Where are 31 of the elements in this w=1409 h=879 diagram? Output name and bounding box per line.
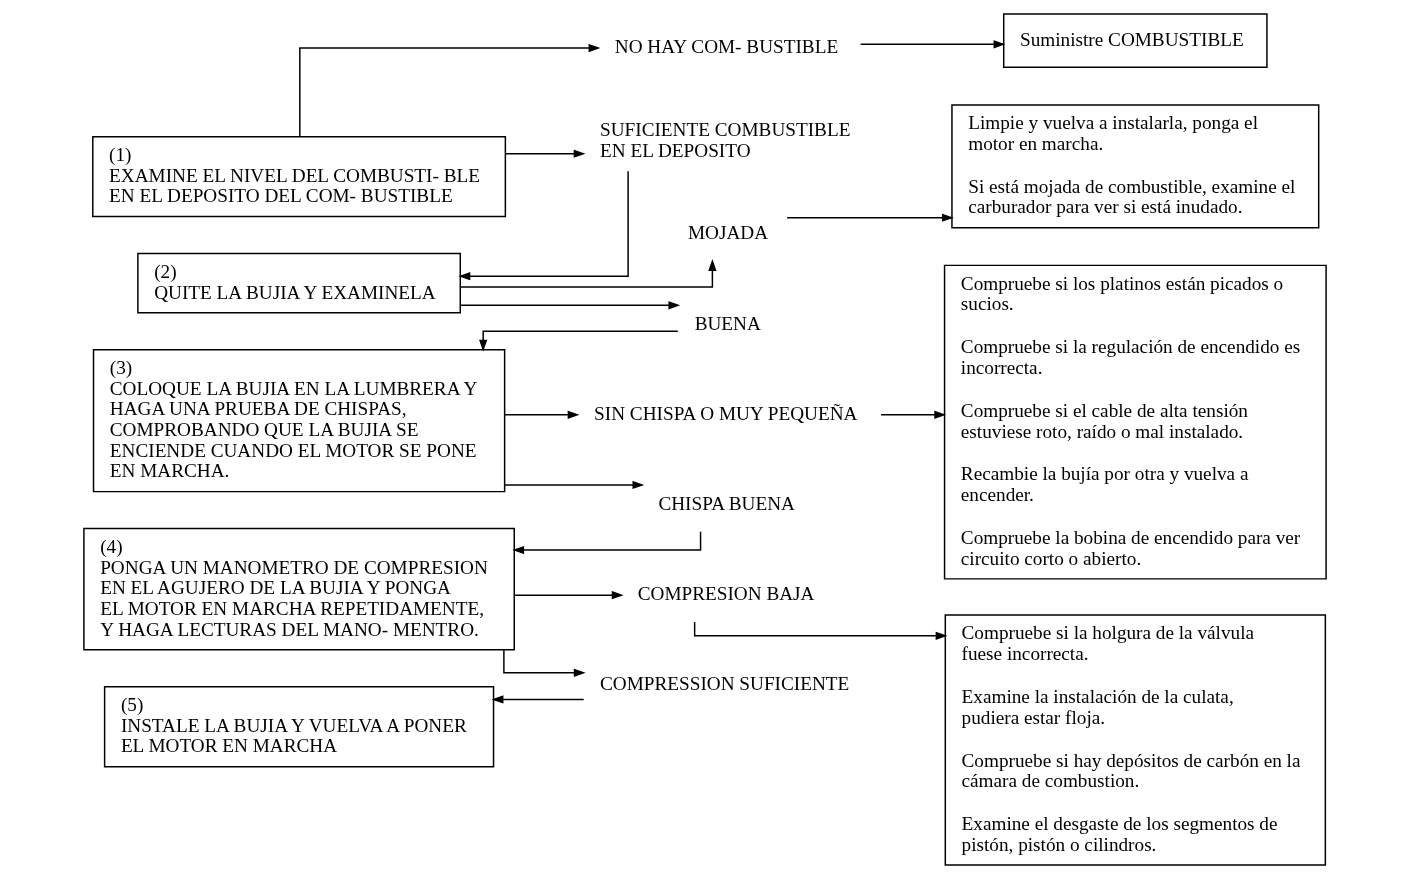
node-text: MOJADA bbox=[687, 222, 768, 244]
arrow bbox=[478, 330, 679, 352]
arrow bbox=[503, 410, 579, 419]
node-box: (5) INSTALE LA BUJIA Y VUELVA A PONER EL MOTOR EN MARCHA bbox=[103, 686, 494, 768]
node-box: (4) PONGA UN MANOMETRO DE COMPRESION EN EL AGUJERO DE LA BUJIA Y PONGA EL MOTOR EN MARCHA REPETIDAMENTE, Y HAGA LECTURAS DEL MANO- MENTRO. bbox=[82, 527, 515, 651]
arrow bbox=[503, 480, 644, 490]
arrow bbox=[502, 649, 586, 677]
node-box: Compruebe si los platinos están picados o sucios. Compruebe si la regulación de encendido es incorrecta. Compruebe si el cable de alta tensión estuviese roto, raído o mal instalado. Recambie la bujía por otra y vuelva a encender. Compruebe la bobina de encendido para ver circuito corto o abierto. bbox=[943, 264, 1327, 580]
node-box: Limpie y vuelva a instalarla, ponga el motor en marcha. Si está mojada de combustible, examine el carburador para ver si está inudado. bbox=[950, 104, 1319, 229]
node-text: COMPRESION BAJA bbox=[637, 583, 814, 605]
arrow bbox=[504, 149, 586, 158]
node-text: BUENA bbox=[694, 312, 761, 334]
node-box: (3) COLOQUE LA BUJIA EN LA LUMBRERA Y HAGA UNA PRUEBA DE CHISPAS, COMPROBANDO QUE LA BUJIA SE ENCIENDE CUANDO EL MOTOR SE PONE EN MARCHA. bbox=[92, 348, 505, 493]
node-box: (1) EXAMINE EL NIVEL DEL COMBUSTI- BLE EN EL DEPOSITO DEL COM- BUSTIBLE bbox=[91, 136, 506, 218]
arrow bbox=[298, 43, 600, 138]
arrow bbox=[859, 40, 1005, 49]
node-text: CHISPA BUENA bbox=[657, 492, 795, 514]
node-text: NO HAY COM- BUSTIBLE bbox=[614, 36, 838, 58]
arrow bbox=[491, 695, 584, 704]
node-box: (2) QUITE LA BUJIA Y EXAMINELA bbox=[136, 252, 461, 314]
node-text: SIN CHISPA O MUY PEQUEÑA bbox=[593, 402, 858, 424]
arrow bbox=[459, 259, 717, 288]
arrow bbox=[879, 410, 946, 419]
arrow bbox=[513, 591, 624, 600]
arrow bbox=[457, 170, 629, 281]
node-text: COMPRESSION SUFICIENTE bbox=[599, 673, 849, 695]
arrow bbox=[785, 213, 954, 222]
arrow bbox=[459, 301, 680, 310]
node-box: Compruebe si la holgura de la válvula fuese incorrecta. Examine la instalación de la culata, pudiera estar floja. Compruebe si hay depósitos de carbón en la cámara de combustion. Examine el desgaste de los segmentos de pistón, pistón o cilindros. bbox=[944, 614, 1326, 866]
node-text: SUFICIENTE COMBUSTIBLE EN EL DEPOSITO bbox=[599, 118, 850, 161]
node-box: Suministre COMBUSTIBLE bbox=[1002, 13, 1268, 68]
